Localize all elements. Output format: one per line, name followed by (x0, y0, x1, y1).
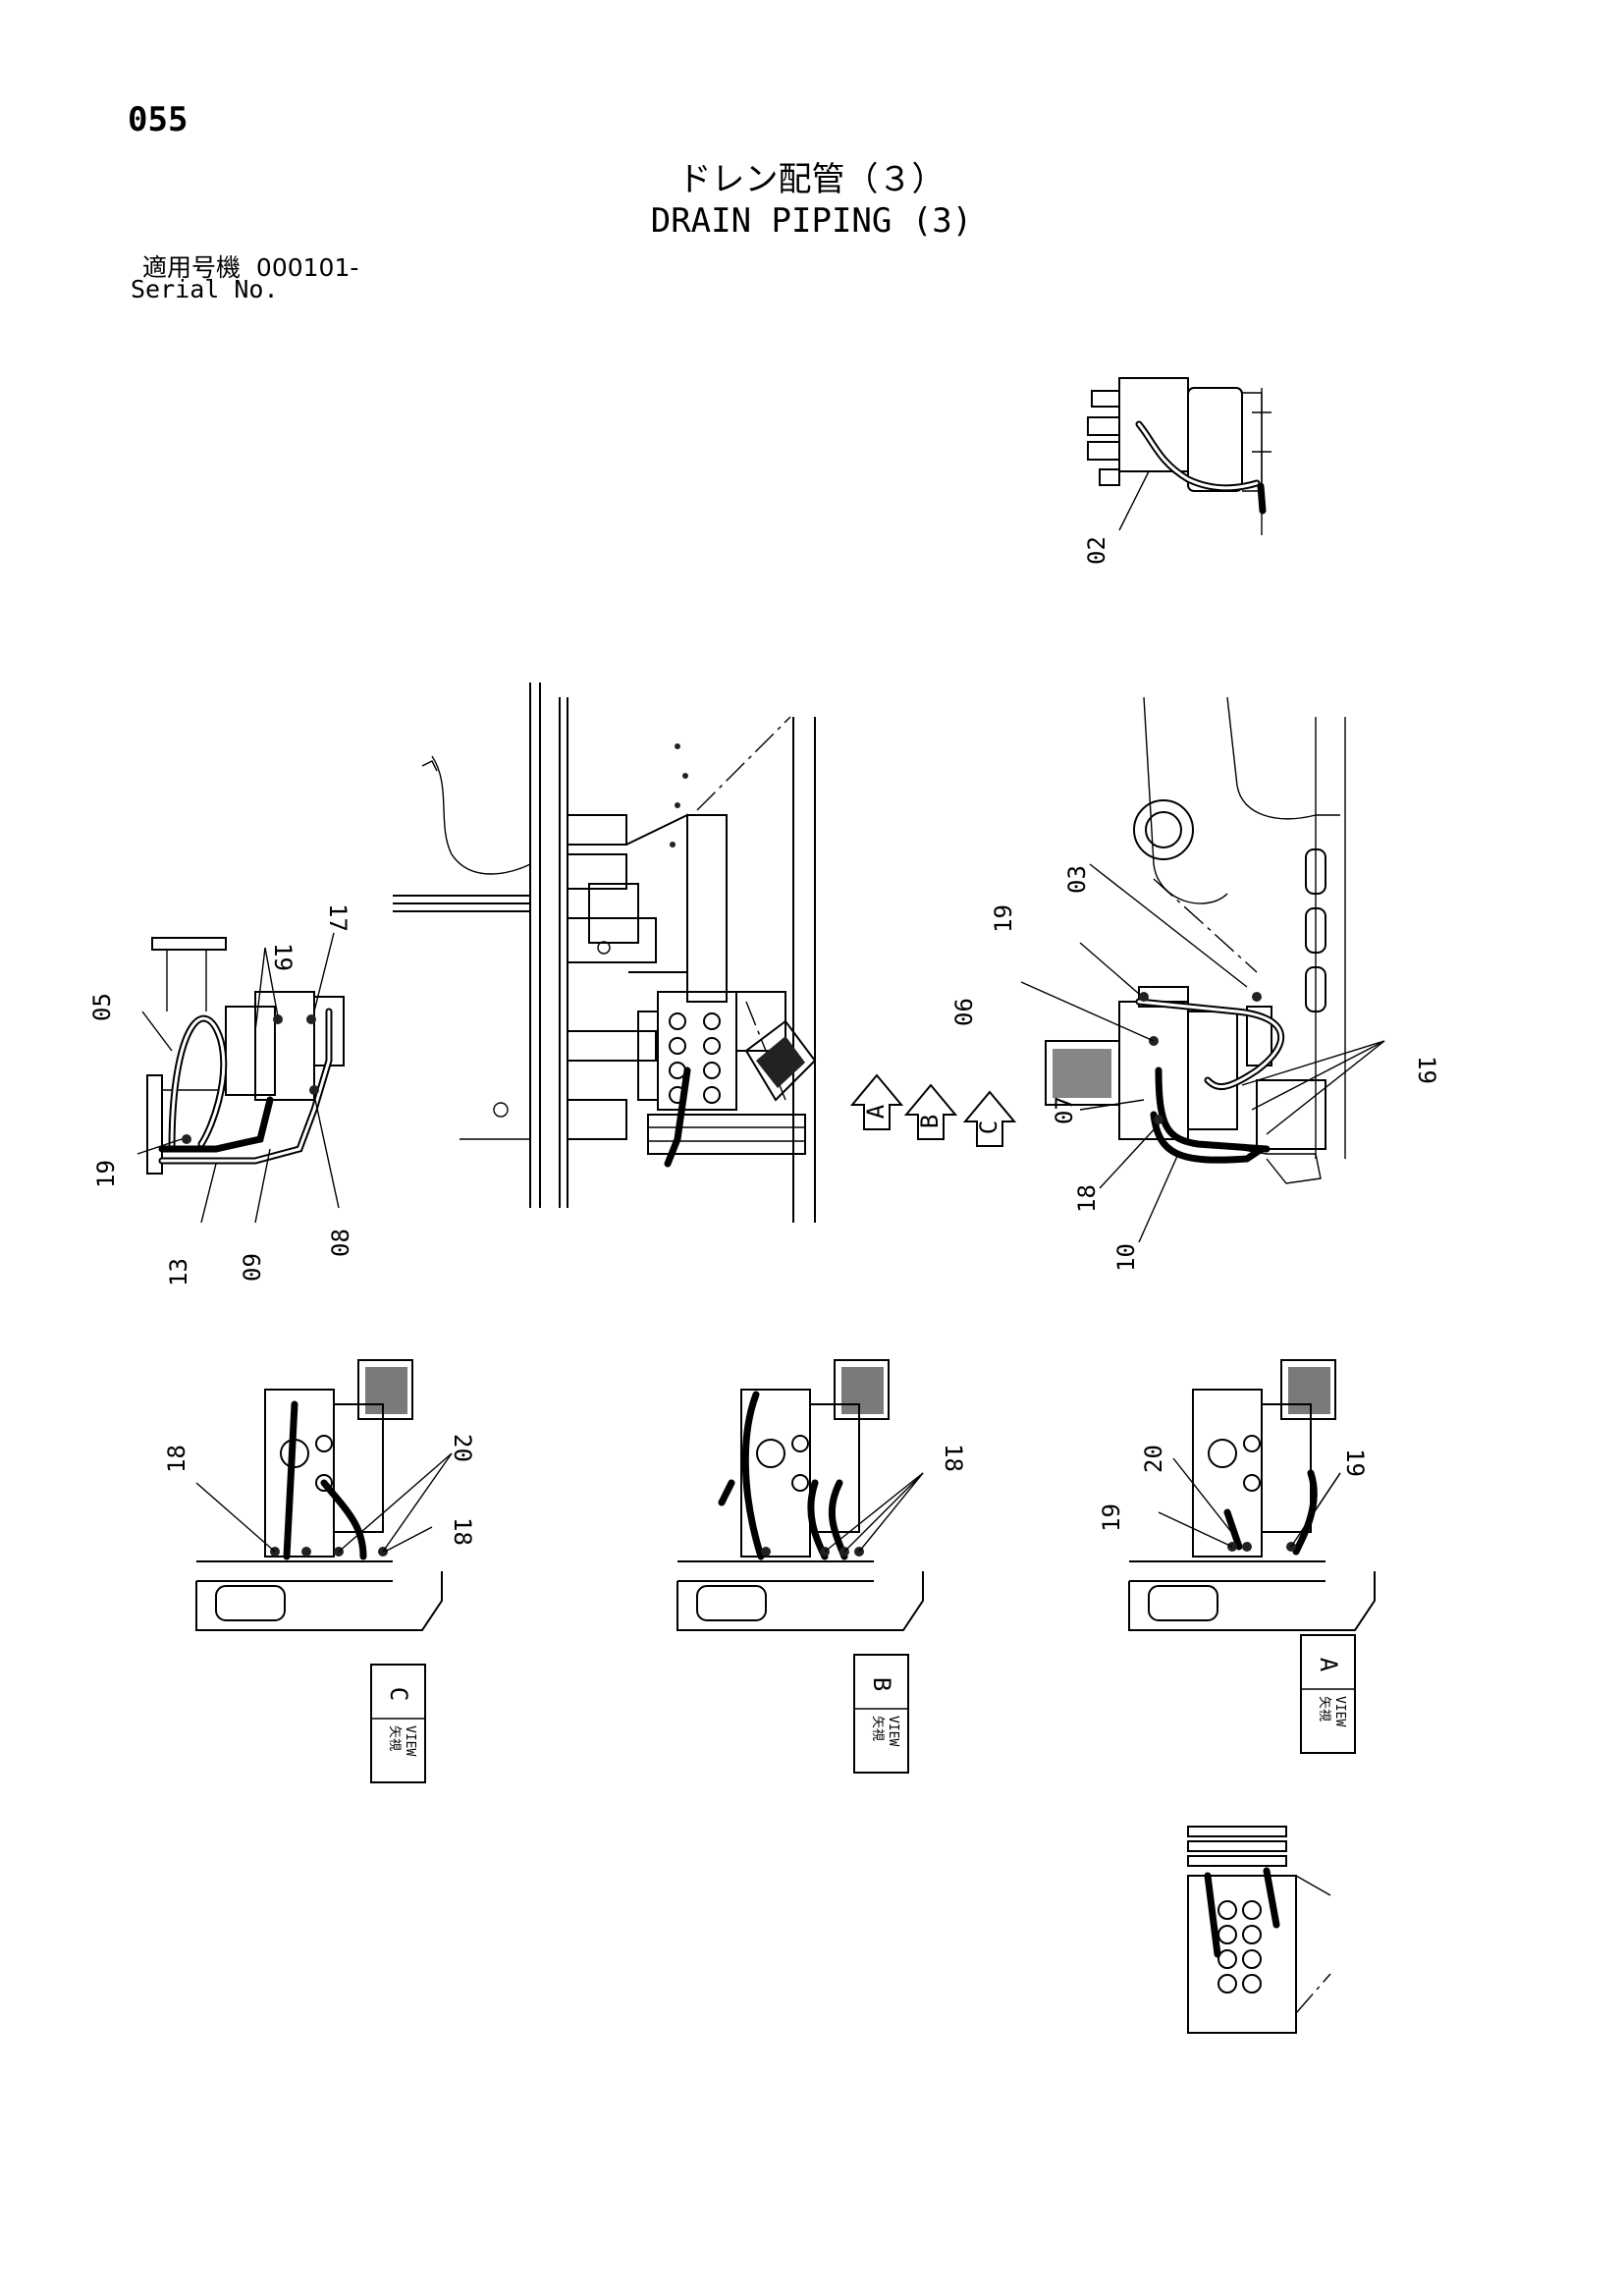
detail-left (136, 932, 345, 1224)
callout-18-view-b: 18 (940, 1444, 967, 1472)
valve-ports (669, 1012, 721, 1104)
callout-02: 02 (1083, 536, 1110, 565)
detail-right (1020, 696, 1385, 1243)
callout-20-view-c: 20 (449, 1434, 476, 1462)
view-c-drawing (195, 1359, 453, 1631)
callout-05: 05 (88, 993, 116, 1021)
view-label-a-letter: A (1315, 1658, 1342, 1672)
callout-18-right: 18 (1073, 1184, 1101, 1213)
callout-08: 08 (327, 1229, 354, 1257)
view-label-b-jp: 矢視 (870, 1716, 885, 1741)
view-label-c: C 矢視 VIEW (370, 1664, 426, 1783)
callout-13: 13 (165, 1258, 192, 1286)
callout-18-view-c-left: 18 (163, 1445, 190, 1473)
callout-19-right-top: 19 (990, 904, 1017, 933)
view-label-b: B 矢視 VIEW (853, 1654, 909, 1774)
callout-19-left-bottom: 19 (92, 1160, 120, 1188)
view-arrow-a-label: A (862, 1104, 890, 1119)
callout-03: 03 (1063, 865, 1091, 894)
callout-10: 10 (1112, 1243, 1140, 1272)
callout-17: 17 (324, 903, 352, 932)
callout-20-view-a: 20 (1140, 1445, 1167, 1473)
view-a-drawing (1128, 1359, 1376, 1631)
view-label-a: A 矢視 VIEW (1300, 1634, 1356, 1754)
view-arrow-c: C (962, 1090, 1017, 1147)
serial-label-english: Serial No. (131, 275, 279, 303)
callout-07: 07 (1051, 1096, 1078, 1124)
serial-label-jp: 適用号機 (142, 253, 242, 282)
callout-19-right-side: 19 (1413, 1056, 1440, 1084)
view-label-c-jp: 矢視 (387, 1725, 402, 1751)
view-b-drawing (676, 1359, 924, 1631)
view-arrow-b-label: B (916, 1115, 944, 1128)
callout-09: 09 (239, 1253, 266, 1282)
view-arrow-a: A (849, 1073, 904, 1130)
serial-line-japanese: 適用号機 000101- (142, 248, 358, 284)
view-arrow-c-label: C (975, 1121, 1002, 1134)
callout-19-left-top: 19 (269, 943, 297, 971)
callout-19-view-a-right: 19 (1341, 1449, 1369, 1477)
title-japanese: ドレン配管（３） (677, 160, 946, 199)
callout-06: 06 (950, 998, 978, 1026)
callout-labels: 02 03 19 06 07 18 10 19 05 19 17 19 13 0… (88, 536, 1440, 1546)
title-english: DRAIN PIPING (3) (650, 201, 973, 241)
view-label-c-letter: C (385, 1687, 412, 1701)
detail-bottom-right (1187, 1826, 1331, 2034)
view-label-b-en: VIEW (886, 1716, 900, 1746)
main-frame-view (393, 683, 817, 1223)
view-arrow-b: B (903, 1083, 958, 1140)
detail-top-right (1087, 377, 1271, 535)
callout-18-view-c-right: 18 (449, 1517, 476, 1546)
view-label-a-en: VIEW (1332, 1696, 1347, 1726)
view-label-c-en: VIEW (403, 1725, 417, 1756)
page-number: 055 (128, 100, 189, 139)
view-label-a-jp: 矢視 (1317, 1696, 1331, 1722)
callout-19-view-a-left: 19 (1098, 1503, 1125, 1532)
serial-value: 000101- (255, 253, 359, 282)
view-label-b-letter: B (868, 1677, 895, 1691)
